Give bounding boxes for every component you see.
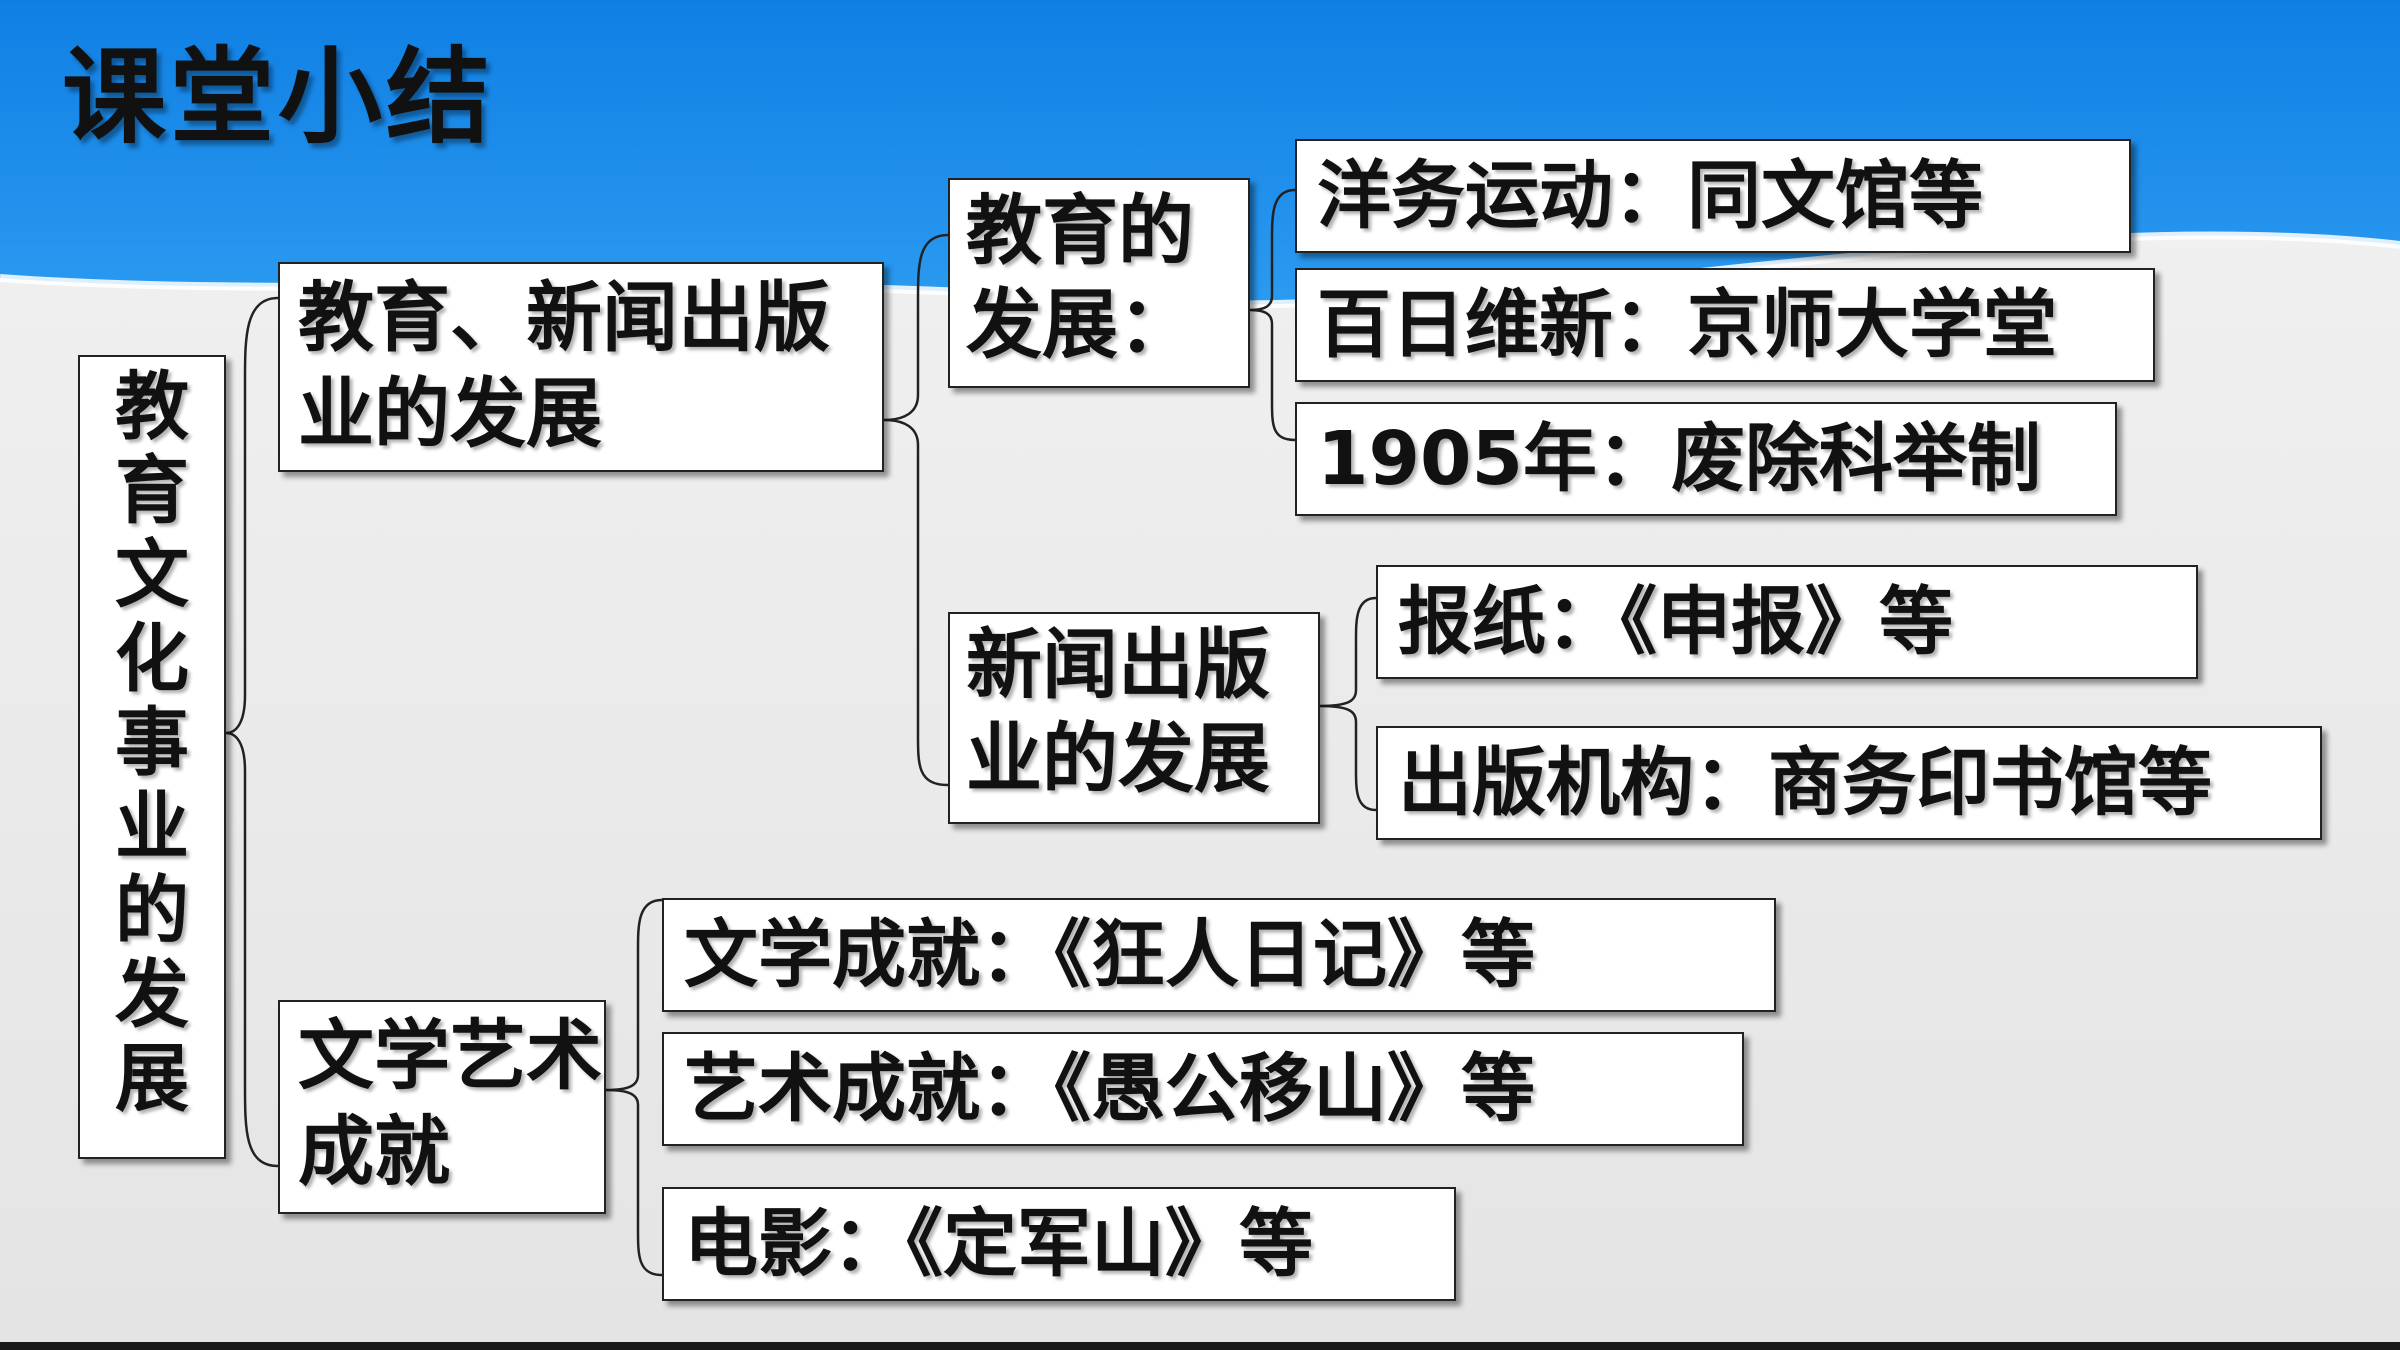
root-char: 育 (115, 448, 189, 534)
node-press: 新闻出版业的发展 (948, 612, 1320, 824)
root-char: 展 (115, 1036, 189, 1122)
leaf-keju-abolished: 1905年：废除科举制 (1295, 402, 2117, 516)
leaf-tongwenguan: 洋务运动：同文馆等 (1295, 139, 2131, 253)
root-char: 事 (115, 700, 189, 786)
root-node: 教 育 文 化 事 业 的 发 展 (78, 355, 226, 1159)
leaf-yugong-yishan: 艺术成就：《愚公移山》等 (662, 1032, 1744, 1146)
page-title: 课堂小结 (62, 36, 495, 158)
leaf-dingjunshan: 电影：《定军山》等 (662, 1187, 1456, 1301)
node-education-press: 教育、新闻出版业的发展 (278, 262, 884, 472)
leaf-commercial-press: 出版机构：商务印书馆等 (1376, 726, 2322, 840)
leaf-shenbao: 报纸：《申报》等 (1376, 565, 2198, 679)
root-char: 化 (115, 616, 189, 702)
leaf-kuangren-riji: 文学成就：《狂人日记》等 (662, 898, 1776, 1012)
root-char: 发 (115, 952, 189, 1038)
node-literature-art: 文学艺术成就 (278, 1000, 606, 1214)
root-char: 业 (115, 784, 189, 870)
root-char: 文 (115, 532, 189, 618)
leaf-jingshi-daxuetang: 百日维新：京师大学堂 (1295, 268, 2155, 382)
node-education: 教育的发展： (948, 178, 1250, 388)
root-char: 的 (115, 868, 189, 954)
root-char: 教 (115, 364, 189, 450)
